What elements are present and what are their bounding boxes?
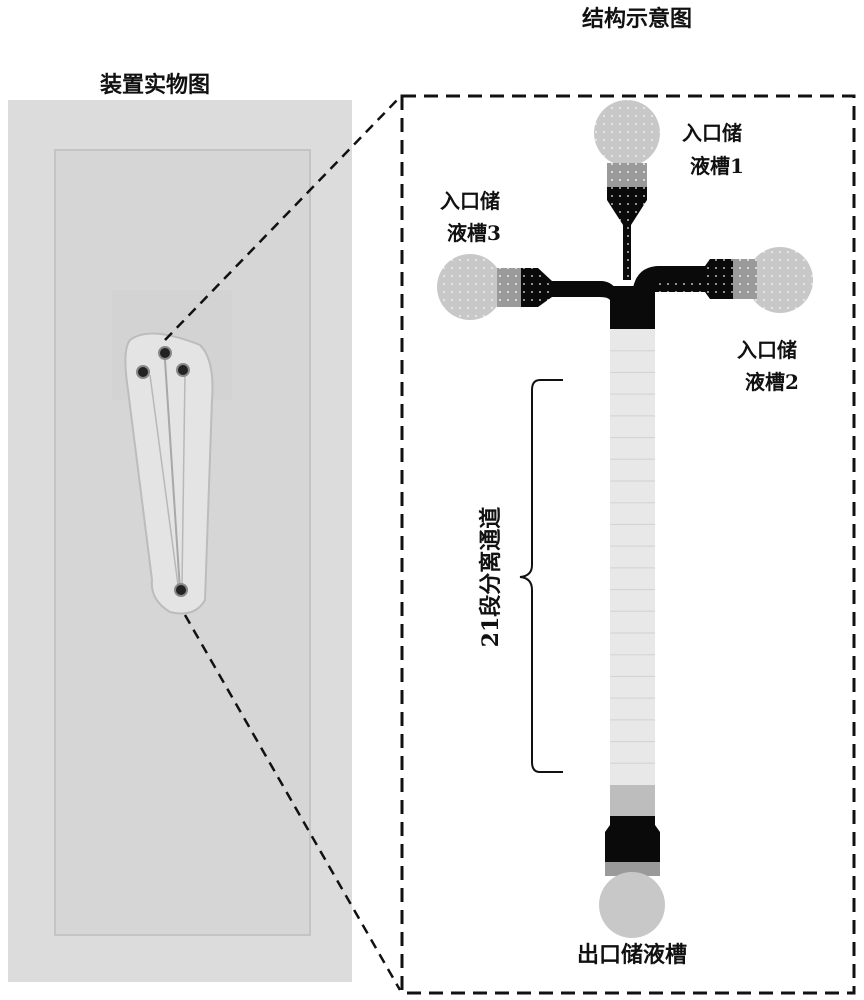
pdms-chip [124,332,214,615]
schematic [437,100,813,938]
zoom-line-top [164,96,401,341]
photo-title: 装置实物图 [100,72,210,98]
photo-holes [136,346,190,597]
outlet-reservoir [599,785,665,938]
device-photo [8,100,352,982]
inlet-reservoir-1 [594,100,660,280]
inlet-reservoir-2 [632,247,813,313]
zoom-line-bottom [183,614,402,991]
brace [519,379,563,773]
channel-label: 21段分离通道 [478,507,504,648]
schematic-frame [400,94,856,995]
schematic-title: 结构示意图 [582,6,692,32]
separation-channel [610,329,655,785]
inlet-reservoir-3 [437,254,618,320]
inlet-2-label: 入口储 液槽2 [737,338,804,394]
inlet-1-label: 入口储 液槽1 [682,121,749,178]
junction [610,286,655,329]
outlet-label: 出口储液槽 [577,942,687,968]
inlet-3-label: 入口储 液槽3 [440,189,507,245]
